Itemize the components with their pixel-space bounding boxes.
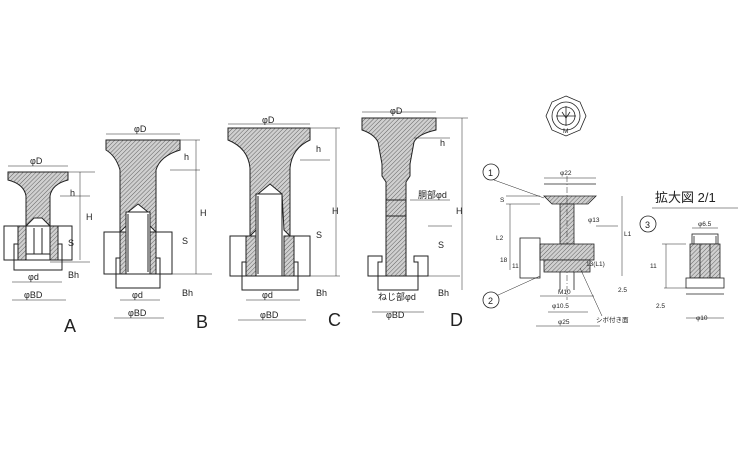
pin-b-S: S (182, 236, 188, 246)
pin-b-bd: φBD (128, 308, 147, 318)
pin-c-letter: C (328, 310, 341, 330)
pin-b-bh: Bh (182, 288, 193, 298)
pin-b (103, 133, 212, 319)
detail-13l1: 13(L1) (586, 261, 605, 268)
detail-11: 11 (512, 263, 519, 270)
pin-c (227, 123, 340, 321)
pin-d-h: h (440, 138, 445, 148)
enlarged-11: 11 (650, 263, 657, 270)
pin-a-S: S (68, 238, 74, 248)
detail-top-mark: M (563, 128, 568, 135)
pin-b-letter: B (196, 312, 208, 332)
detail-d22: φ22 (560, 170, 572, 177)
detail-l2: L2 (496, 235, 504, 242)
pin-b-H: H (200, 208, 207, 218)
detail-18: 18 (500, 257, 508, 264)
detail-s: S (500, 197, 505, 204)
enlarged-title: 拡大図 2/1 (655, 190, 716, 205)
callout-1: 1 (488, 168, 493, 178)
pin-c-H: H (332, 206, 339, 216)
detail-section (493, 176, 623, 327)
detail-d13: φ13 (588, 217, 600, 224)
pin-b-d-head: φD (134, 124, 147, 134)
pin-d-thread-d: ねじ部φd (378, 291, 416, 302)
pin-c-h: h (316, 144, 321, 154)
pin-a-h: h (70, 188, 75, 198)
detail-d25: φ25 (558, 319, 570, 326)
pin-d-letter: D (450, 310, 463, 330)
pin-c-d-head: φD (262, 115, 275, 125)
pin-d (361, 111, 468, 313)
pin-c-S: S (316, 230, 322, 240)
callouts (482, 163, 657, 309)
pin-d-d-head: φD (390, 106, 403, 116)
pin-c-bh: Bh (316, 288, 327, 298)
enlarged-2-5: 2.5 (656, 303, 665, 310)
pin-a-bh: Bh (68, 270, 79, 280)
detail-m10: M10 (558, 289, 571, 296)
pin-b-h: h (184, 152, 189, 162)
pin-d-bd: φBD (386, 310, 405, 320)
pin-d-H: H (456, 206, 463, 216)
enlarged-d6-5: φ6.5 (698, 221, 712, 228)
detail-note: シボ付き面 (596, 315, 629, 324)
detail-d10-5: φ10.5 (552, 303, 569, 310)
pin-c-d: φd (262, 290, 273, 300)
detail-2-5: 2.5 (618, 287, 627, 294)
enlarged-d10: φ10 (696, 315, 708, 322)
pin-a-letter: A (64, 316, 76, 336)
pin-d-bh: Bh (438, 288, 449, 298)
pin-a-d-head: φD (30, 156, 43, 166)
detail-l1: L1 (624, 231, 632, 238)
pin-a-H: H (86, 212, 93, 222)
pin-b-d: φd (132, 290, 143, 300)
pin-a (3, 165, 95, 301)
pin-d-body-d: 胴部φd (418, 189, 447, 200)
callout-3: 3 (645, 220, 650, 230)
enlarged-view (662, 227, 725, 319)
pin-a-bd: φBD (24, 290, 43, 300)
callout-2: 2 (488, 296, 493, 306)
pin-d-S: S (438, 240, 444, 250)
pin-c-bd: φBD (260, 310, 279, 320)
pin-a-d: φd (28, 272, 39, 282)
detail-top-view (545, 95, 587, 137)
